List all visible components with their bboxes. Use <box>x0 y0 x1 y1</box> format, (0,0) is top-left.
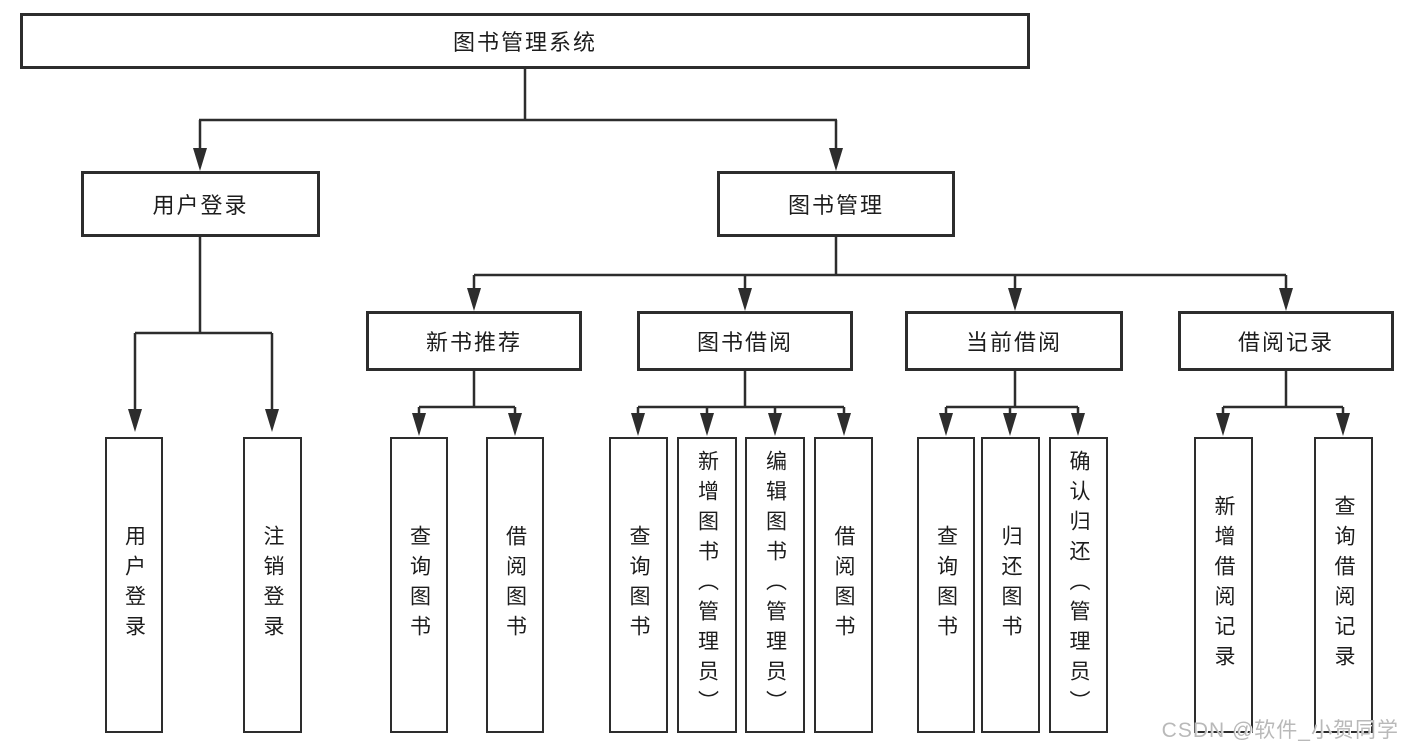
leaf-query-books-borrowing: 查询图书 <box>609 437 668 733</box>
leaf-user-login: 用户登录 <box>105 437 163 733</box>
leaf-query-books-recommend: 查询图书 <box>390 437 448 733</box>
leaf-borrow-books-recommend-label: 借阅图书 <box>503 525 527 645</box>
leaf-add-book-admin-label: 新增图书（管理员） <box>695 450 719 720</box>
leaf-edit-book-admin: 编辑图书（管理员） <box>745 437 805 733</box>
node-book-borrowing: 图书借阅 <box>637 311 853 371</box>
node-current-borrowing: 当前借阅 <box>905 311 1123 371</box>
leaf-query-borrow-record: 查询借阅记录 <box>1314 437 1373 733</box>
leaf-add-book-admin: 新增图书（管理员） <box>677 437 737 733</box>
leaf-user-login-label: 用户登录 <box>122 525 146 645</box>
leaf-borrow-books-recommend: 借阅图书 <box>486 437 544 733</box>
leaf-query-books-borrowing-label: 查询图书 <box>627 525 650 645</box>
leaf-add-borrow-record-label: 新增借阅记录 <box>1212 495 1235 675</box>
leaf-edit-book-admin-label: 编辑图书（管理员） <box>763 450 787 720</box>
leaf-return-book-label: 归还图书 <box>999 525 1022 645</box>
node-book-management: 图书管理 <box>717 171 955 237</box>
leaf-return-book: 归还图书 <box>981 437 1040 733</box>
leaf-add-borrow-record: 新增借阅记录 <box>1194 437 1253 733</box>
leaf-query-books-current-label: 查询图书 <box>934 525 958 645</box>
leaf-query-borrow-record-label: 查询借阅记录 <box>1332 495 1355 675</box>
node-borrowing-records: 借阅记录 <box>1178 311 1394 371</box>
node-new-book-recommendation: 新书推荐 <box>366 311 582 371</box>
leaf-logout-label: 注销登录 <box>261 525 284 645</box>
leaf-logout: 注销登录 <box>243 437 302 733</box>
leaf-query-books-recommend-label: 查询图书 <box>407 525 431 645</box>
node-library-management-system: 图书管理系统 <box>20 13 1030 69</box>
connector-lines <box>133 69 1345 416</box>
node-user-login: 用户登录 <box>81 171 320 237</box>
leaf-query-books-current: 查询图书 <box>917 437 975 733</box>
csdn-watermark: CSDN @软件_小贺同学 <box>1161 719 1399 742</box>
leaf-confirm-return-admin-label: 确认归还（管理员） <box>1067 450 1090 720</box>
leaf-borrow-books-borrowing-label: 借阅图书 <box>832 525 855 645</box>
leaf-borrow-books-borrowing: 借阅图书 <box>814 437 873 733</box>
leaf-confirm-return-admin: 确认归还（管理员） <box>1049 437 1108 733</box>
